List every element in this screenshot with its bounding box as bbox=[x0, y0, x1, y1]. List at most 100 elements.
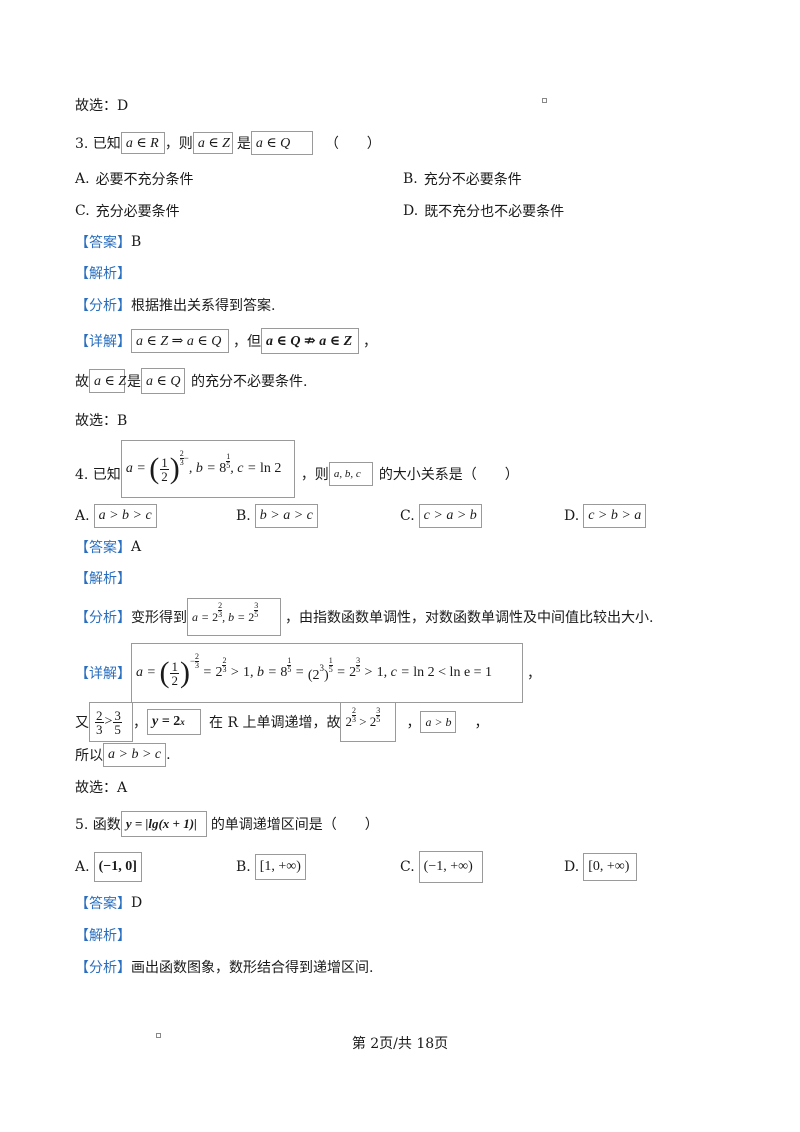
q4-fenxi-prefix: 变形得到 bbox=[131, 610, 187, 626]
q3-detail-expr2: a ∈ Q ⇏ a ∈ Z bbox=[261, 328, 359, 354]
option-letter: C. bbox=[400, 859, 415, 875]
q4-suoyi: 所以 a > b > c . bbox=[75, 742, 171, 768]
q4-ji-expr: a > b bbox=[420, 711, 457, 733]
q3-detail-mid: ，但 bbox=[233, 334, 261, 350]
option-letter: C. bbox=[75, 203, 90, 219]
q3-detail-expr1: a ∈ Z ⇒ a ∈ Q bbox=[131, 329, 229, 353]
q4-answer: 【答案】A bbox=[75, 534, 141, 560]
answer-tag: 【答案】 bbox=[75, 235, 131, 251]
q3-choice-text: 故选：B bbox=[75, 413, 128, 429]
fenxi-tag: 【分析】 bbox=[75, 298, 131, 314]
q3-answer: 【答案】B bbox=[75, 229, 141, 255]
fenxi-text: 画出函数图象，数形结合得到递增区间. bbox=[131, 960, 374, 976]
analysis-tag: 【解析】 bbox=[75, 571, 131, 587]
q5-option-a: A.(−1, 0] bbox=[75, 852, 142, 882]
q4-fenxi-suffix: ，由指数函数单调性，对数函数单调性及中间值比较出大小. bbox=[285, 610, 654, 626]
q4-option-a: A.a > b > c bbox=[75, 503, 157, 529]
q3-concl-expr2: a ∈ Q bbox=[141, 368, 185, 394]
q5-analysis: 【解析】 bbox=[75, 922, 131, 948]
q4-suoyi-prefix: 所以 bbox=[75, 748, 103, 764]
q3-cond1: a ∈ R bbox=[120, 132, 165, 154]
fenxi-tag: 【分析】 bbox=[75, 960, 131, 976]
fenxi-tag: 【分析】 bbox=[75, 610, 131, 626]
q4-analysis: 【解析】 bbox=[75, 565, 131, 591]
option-expr: b > a > c bbox=[254, 504, 318, 528]
option-letter: D. bbox=[403, 203, 419, 219]
q3-concl-suffix: 的充分不必要条件. bbox=[191, 374, 308, 390]
q4-option-b: B.b > a > c bbox=[236, 503, 318, 529]
q4-suffix: 的大小关系是（ ） bbox=[378, 467, 519, 483]
q5-answer: 【答案】D bbox=[75, 890, 142, 916]
analysis-tag: 【解析】 bbox=[75, 928, 131, 944]
fenxi-text: 根据推出关系得到答案. bbox=[131, 298, 276, 314]
q4-detail-end: ， bbox=[527, 666, 541, 682]
analysis-tag: 【解析】 bbox=[75, 266, 131, 282]
q4-comma: ， bbox=[133, 715, 147, 731]
q3-cond3: a ∈ Q bbox=[250, 131, 313, 155]
option-letter: B. bbox=[236, 508, 251, 524]
q5-option-c: C.(−1, +∞) bbox=[400, 851, 483, 883]
option-letter: D. bbox=[564, 508, 580, 524]
q3-prefix: 3. 已知 bbox=[75, 136, 121, 152]
q3-mid1: ，则 bbox=[164, 136, 193, 152]
q3-choice: 故选：B bbox=[75, 407, 127, 433]
q4-monotone: 又 23>35 ， y = 2x 在 R 上单调递增，故 223 > 235 ，… bbox=[75, 702, 489, 742]
q3-detail-end: ， bbox=[363, 334, 377, 350]
q3-option-d: D. 既不充分也不必要条件 bbox=[403, 198, 564, 224]
q4-suoyi-expr: a > b > c bbox=[103, 743, 167, 767]
q4-mid: ，则 bbox=[300, 467, 329, 483]
option-letter: A. bbox=[75, 508, 90, 524]
option-letter: B. bbox=[403, 171, 418, 187]
q3-blank: （ ） bbox=[324, 136, 381, 152]
q2-choice: 故选：D bbox=[75, 92, 128, 118]
option-expr: (−1, 0] bbox=[93, 852, 142, 882]
option-expr: c > a > b bbox=[418, 504, 482, 528]
q4-you: 又 bbox=[75, 715, 89, 731]
q4-prefix: 4. 已知 bbox=[75, 467, 121, 483]
option-expr: [0, +∞) bbox=[583, 853, 638, 881]
q5-option-d: D.[0, +∞) bbox=[564, 852, 638, 882]
q3-cond2: a ∈ Z bbox=[192, 132, 233, 154]
q3-stem: 3. 已知 a ∈ R ，则 a ∈ Z 是 a ∈ Q （ ） bbox=[75, 130, 381, 156]
q4-option-c: C.c > a > b bbox=[400, 503, 482, 529]
option-expr: (−1, +∞) bbox=[418, 851, 483, 883]
option-text: 充分必要条件 bbox=[95, 204, 180, 220]
q5-stem: 5. 函数 y = |lg(x + 1)| 的单调递增区间是（ ） bbox=[75, 811, 379, 837]
answer-value: B bbox=[131, 234, 142, 250]
q3-detail: 【详解】 a ∈ Z ⇒ a ∈ Q ，但 a ∈ Q ⇏ a ∈ Z ， bbox=[75, 328, 377, 354]
answer-tag: 【答案】 bbox=[75, 540, 131, 556]
q3-mid2: 是 bbox=[236, 136, 251, 152]
q5-func: y = |lg(x + 1)| bbox=[120, 811, 207, 837]
q3-conclusion: 故 a ∈ Z 是 a ∈ Q 的充分不必要条件. bbox=[75, 368, 307, 394]
q3-option-b: B. 充分不必要条件 bbox=[403, 166, 522, 192]
q4-choice: 故选：A bbox=[75, 774, 127, 800]
option-expr: [1, +∞) bbox=[254, 854, 306, 880]
option-letter: B. bbox=[236, 859, 251, 875]
page-footer: 第 2页/共 18页 bbox=[351, 1036, 449, 1052]
option-expr: c > b > a bbox=[583, 504, 647, 528]
option-text: 既不充分也不必要条件 bbox=[424, 204, 565, 220]
answer-tag: 【答案】 bbox=[75, 896, 131, 912]
q4-mono-text: 在 R 上单调递增，故 bbox=[209, 715, 341, 731]
q4-suoyi-end: . bbox=[166, 747, 171, 763]
corner-mark-top bbox=[542, 98, 547, 103]
q5-option-b: B.[1, +∞) bbox=[236, 852, 306, 882]
q2-choice-text: 故选：D bbox=[75, 98, 129, 114]
detail-tag: 【详解】 bbox=[75, 334, 131, 350]
q3-fenxi: 【分析】根据推出关系得到答案. bbox=[75, 292, 275, 318]
option-text: 充分不必要条件 bbox=[423, 172, 522, 188]
option-letter: A. bbox=[75, 171, 90, 187]
q4-choice-text: 故选：A bbox=[75, 780, 128, 796]
q5-suffix: 的单调递增区间是（ ） bbox=[210, 817, 379, 833]
detail-tag: 【详解】 bbox=[75, 666, 131, 682]
q4-ji-end: ， bbox=[474, 715, 489, 731]
